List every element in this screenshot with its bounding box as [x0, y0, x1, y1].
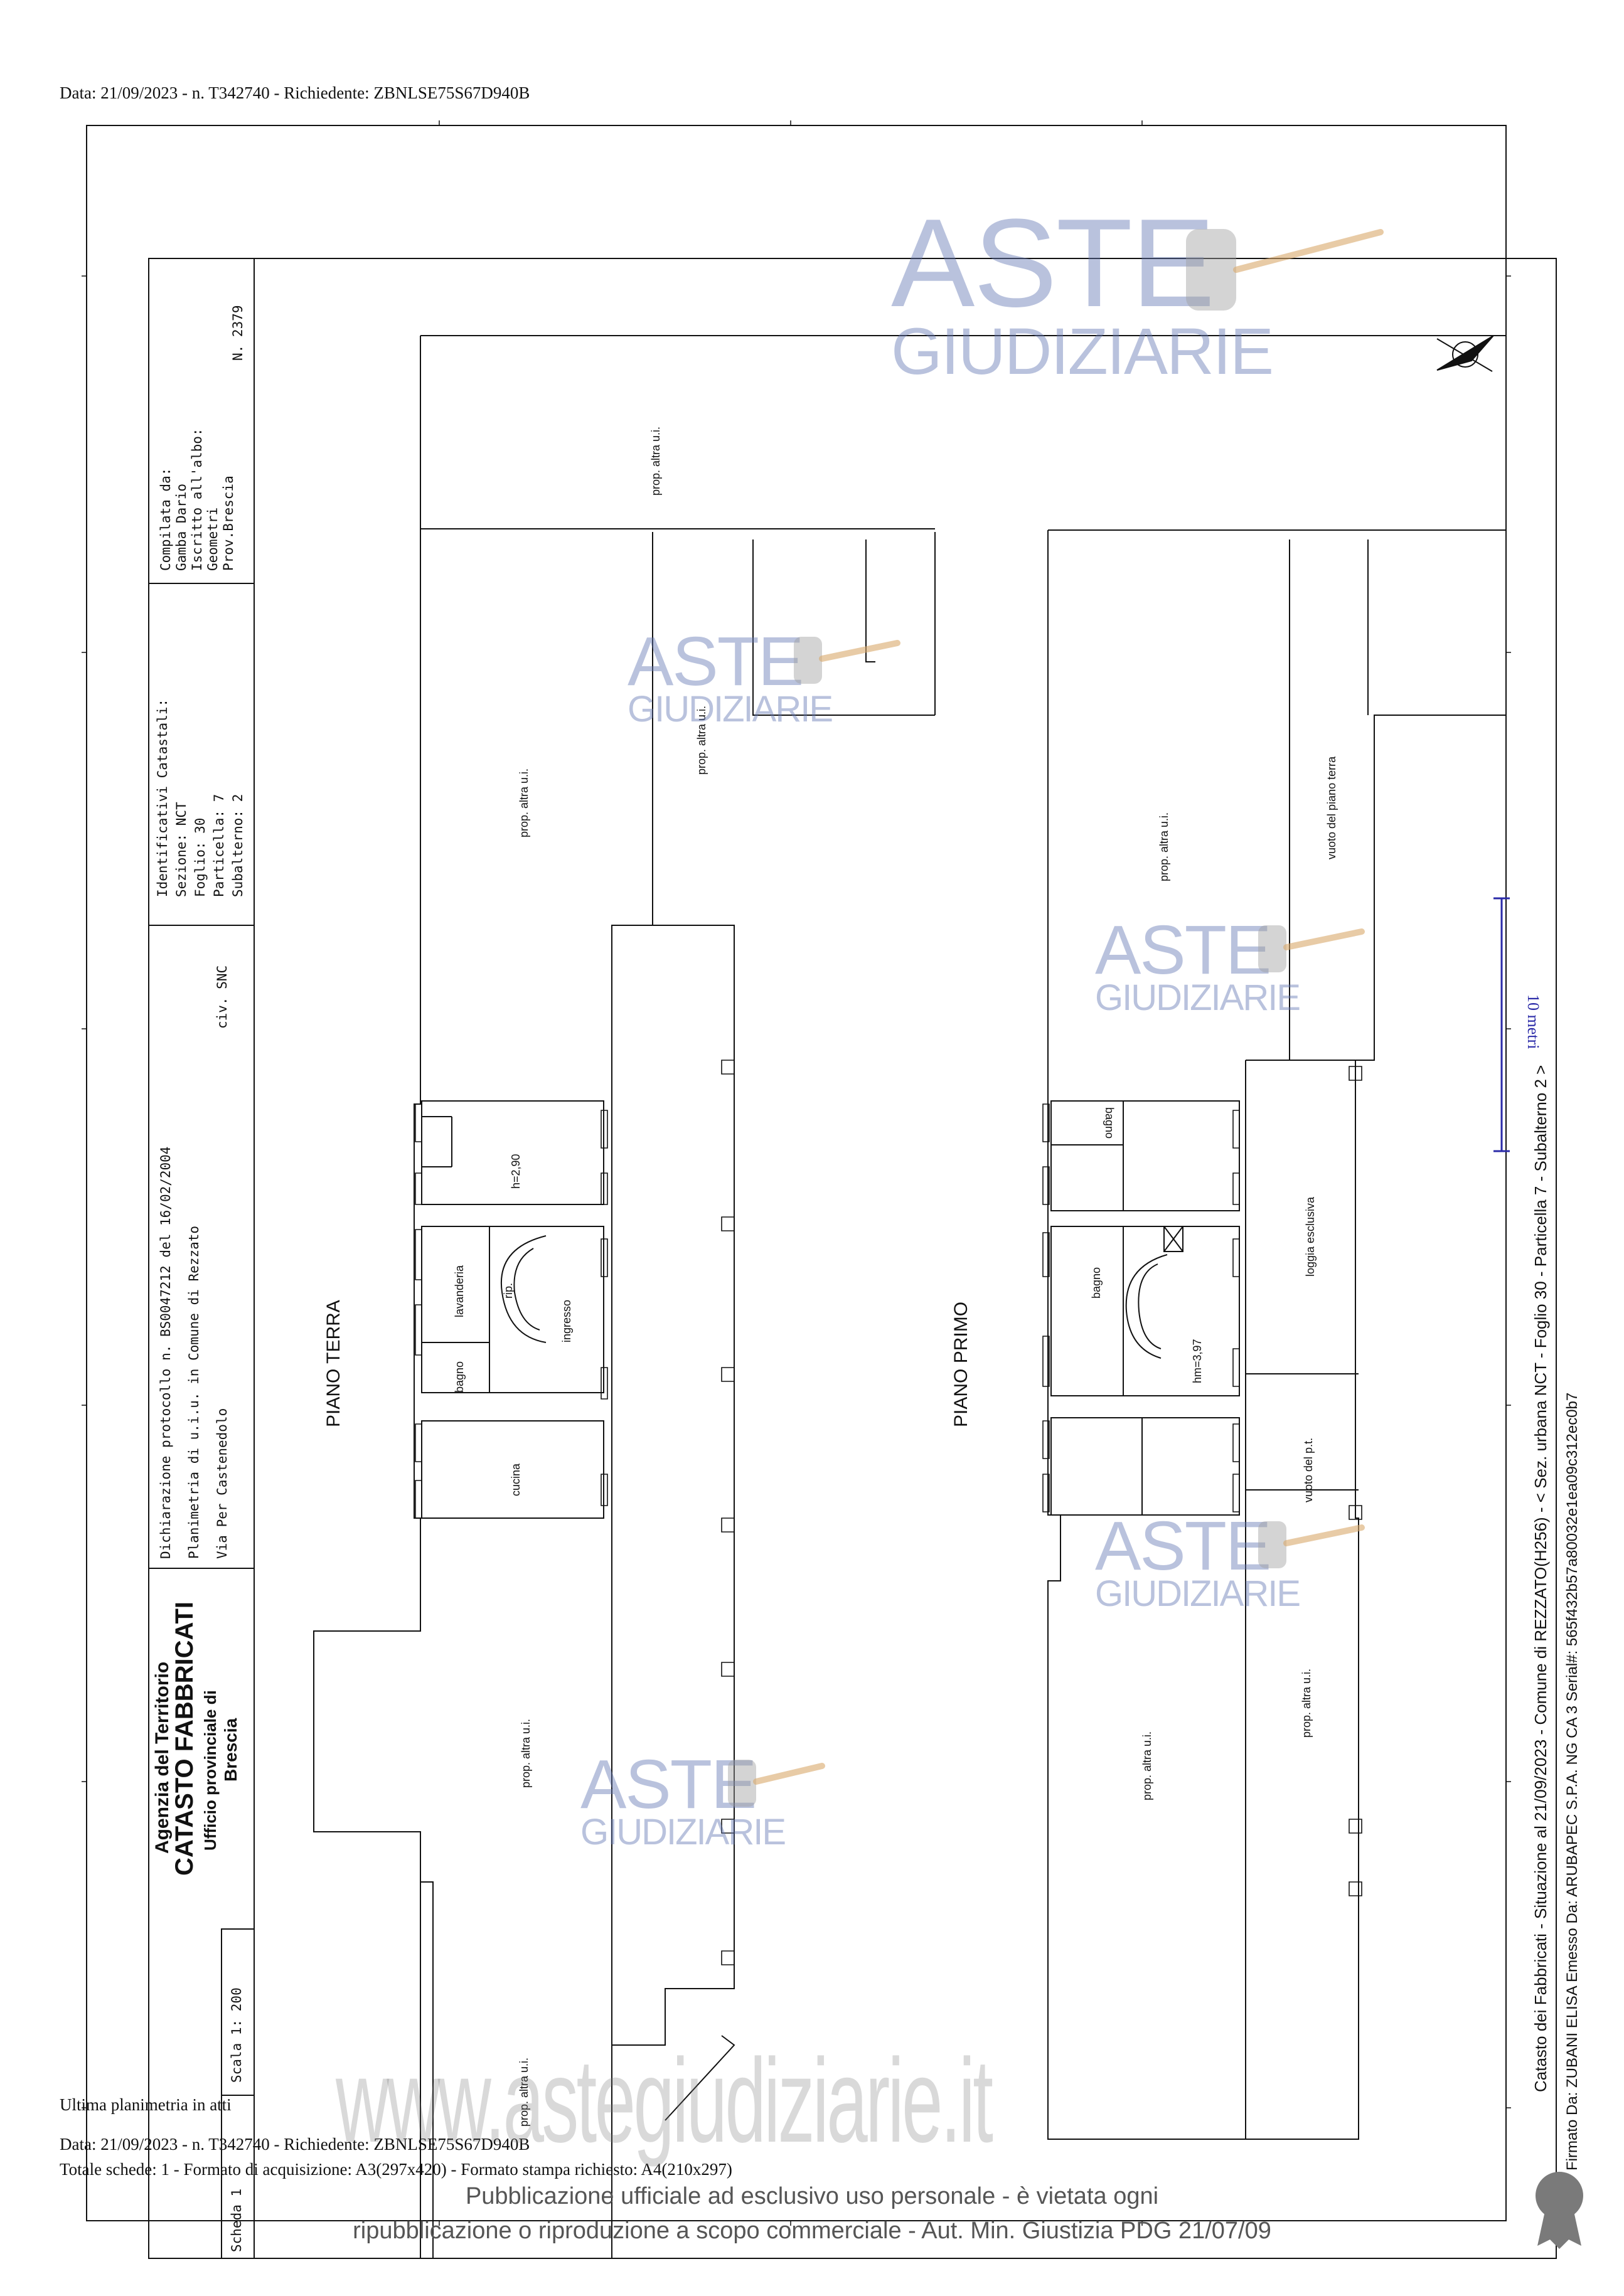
frame-ticks	[82, 120, 1511, 2226]
footer-request-line: Data: 21/09/2023 - n. T342740 - Richiede…	[60, 2135, 530, 2154]
watermark-site-url: www.astegiudiziarie.it	[336, 2034, 993, 2167]
publication-notice-line1: Pubblicazione ufficiale ad esclusivo uso…	[465, 2183, 1159, 2209]
watermark-aste-3: ASTE GIUDIZIARIE	[1095, 1507, 1301, 1614]
seal-icon	[1536, 2172, 1583, 2249]
ultima-planimetria-label: Ultima planimetria in atti	[60, 2095, 232, 2114]
outer-frame	[87, 125, 1506, 2221]
piano-primo-plan	[1043, 530, 1506, 2139]
title-block	[149, 258, 254, 2258]
north-arrow-icon	[1437, 336, 1493, 371]
piano-terra-plan	[314, 336, 1506, 2258]
watermark-aste-1: ASTE GIUDIZIARIE	[628, 623, 833, 730]
watermark-aste-top: ASTE GIUDIZIARIE	[891, 193, 1274, 388]
publication-notice-line2: ripubblicazione o riproduzione a scopo c…	[353, 2218, 1271, 2244]
watermark-aste-2: ASTE GIUDIZIARIE	[1095, 911, 1301, 1018]
watermark-aste-4: ASTE GIUDIZIARIE	[580, 1746, 786, 1852]
header-request-line: Data: 21/09/2023 - n. T342740 - Richiede…	[60, 83, 530, 102]
scale-bar	[1493, 898, 1510, 1151]
footer-format-line: Totale schede: 1 - Formato di acquisizio…	[60, 2160, 732, 2179]
